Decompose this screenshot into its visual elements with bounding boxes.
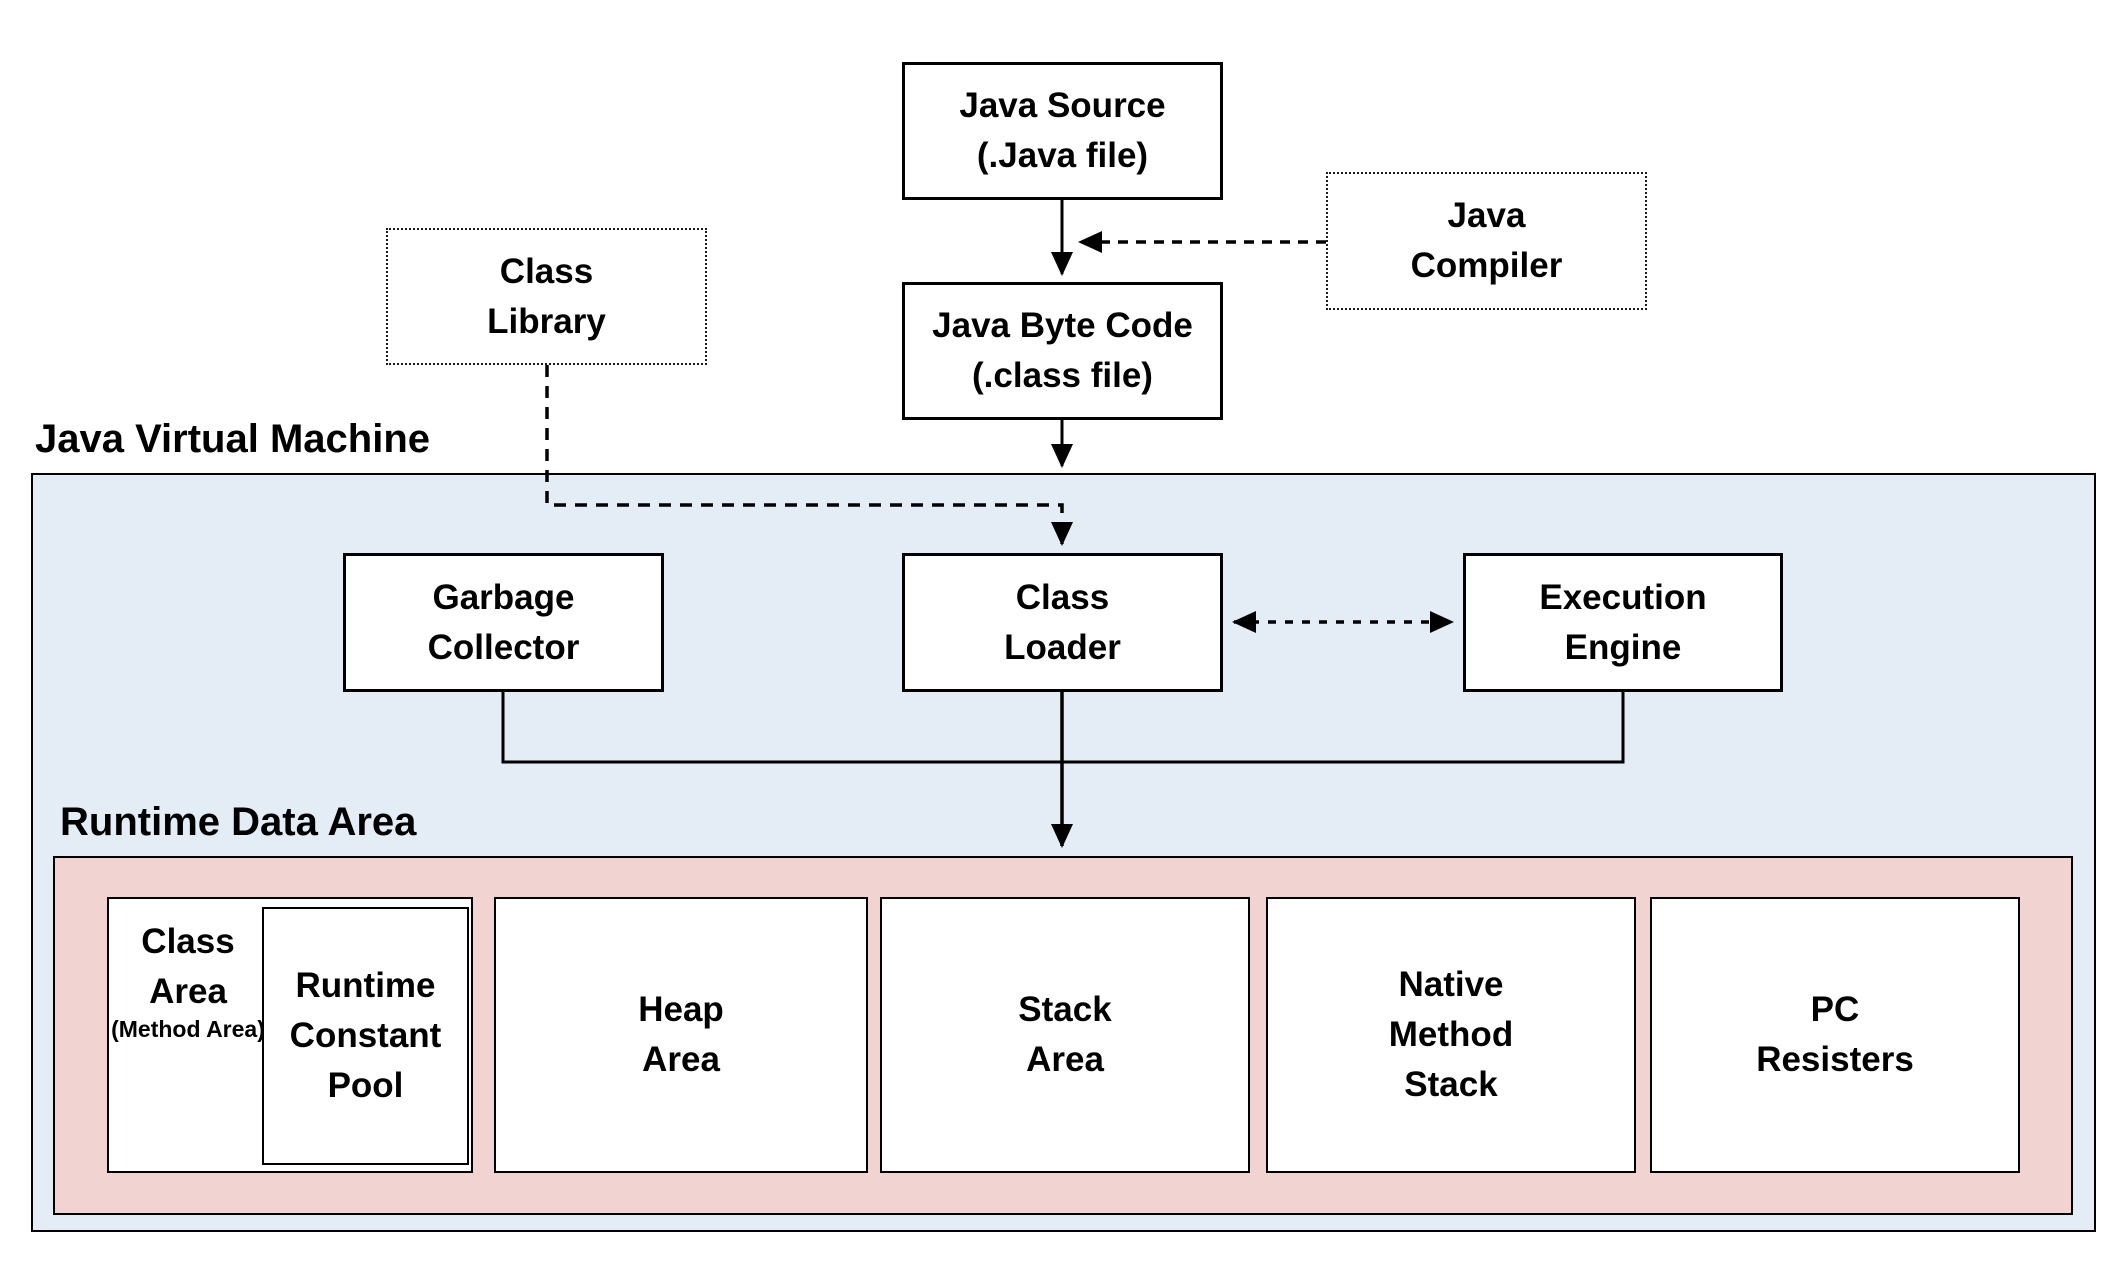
native-method-stack-line3: Stack <box>1404 1064 1498 1104</box>
runtime-constant-pool-line3: Pool <box>327 1065 404 1105</box>
class-area-line2: Area <box>149 971 227 1011</box>
native-method-stack-line1: Native <box>1398 965 1504 1005</box>
java-source-label: Java Source (.Java file) <box>959 81 1165 180</box>
execution-engine-line1: Execution <box>1539 577 1707 617</box>
native-method-stack-box: Native Method Stack <box>1266 897 1636 1173</box>
stack-area-line1: Stack <box>1018 990 1112 1030</box>
runtime-constant-pool-label: Runtime Constant Pool <box>290 961 442 1110</box>
native-method-stack-line2: Method <box>1388 1015 1514 1055</box>
heap-area-line1: Heap <box>638 990 724 1030</box>
execution-engine-label: Execution Engine <box>1539 573 1706 672</box>
stack-area-label: Stack Area <box>1018 985 1111 1084</box>
java-byte-code-line1: Java Byte Code <box>932 306 1193 346</box>
stack-area-line2: Area <box>1026 1040 1104 1079</box>
class-loader-line1: Class <box>1015 577 1110 617</box>
stack-area-box: Stack Area <box>880 897 1250 1173</box>
native-method-stack-label: Native Method Stack <box>1389 960 1513 1109</box>
class-library-line2: Library <box>487 301 606 341</box>
java-compiler-box: Java Compiler <box>1326 172 1647 310</box>
class-area-box: Class Area (Method Area) Runtime Constan… <box>107 897 473 1173</box>
heap-area-line2: Area <box>642 1040 720 1079</box>
class-library-label: Class Library <box>487 247 606 346</box>
java-source-box: Java Source (.Java file) <box>902 62 1223 200</box>
class-area-label: Class Area (Method Area) <box>109 917 267 1043</box>
runtime-constant-pool-line1: Runtime <box>295 966 436 1006</box>
pc-registers-line2: Resisters <box>1756 1040 1914 1079</box>
class-library-line1: Class <box>499 251 594 291</box>
heap-area-label: Heap Area <box>638 985 724 1084</box>
garbage-collector-line2: Collector <box>427 627 580 667</box>
runtime-constant-pool-line2: Constant <box>289 1016 442 1056</box>
class-loader-box: Class Loader <box>902 553 1223 692</box>
class-library-box: Class Library <box>386 228 707 365</box>
heap-area-box: Heap Area <box>494 897 868 1173</box>
class-loader-line2: Loader <box>1004 627 1121 667</box>
garbage-collector-box: Garbage Collector <box>343 553 664 692</box>
java-compiler-line1: Java <box>1447 196 1526 236</box>
pc-registers-box: PC Resisters <box>1650 897 2020 1173</box>
java-byte-code-line2: (.class file) <box>972 356 1153 395</box>
execution-engine-box: Execution Engine <box>1463 553 1783 692</box>
java-compiler-line2: Compiler <box>1410 246 1563 285</box>
runtime-constant-pool-box: Runtime Constant Pool <box>262 907 469 1165</box>
java-source-line1: Java Source <box>959 86 1166 126</box>
class-area-line1: Class <box>141 922 235 961</box>
garbage-collector-line1: Garbage <box>432 577 575 617</box>
jvm-area-label: Java Virtual Machine <box>35 417 430 461</box>
execution-engine-line2: Engine <box>1564 627 1682 667</box>
class-area-note: (Method Area) <box>111 1016 265 1043</box>
java-source-line2: (.Java file) <box>976 136 1149 175</box>
pc-registers-label: PC Resisters <box>1756 985 1914 1084</box>
garbage-collector-label: Garbage Collector <box>428 573 580 672</box>
pc-registers-line1: PC <box>1810 990 1860 1030</box>
runtime-area-label: Runtime Data Area <box>60 800 417 844</box>
class-loader-label: Class Loader <box>1004 573 1121 672</box>
java-byte-code-box: Java Byte Code (.class file) <box>902 282 1223 420</box>
java-byte-code-label: Java Byte Code (.class file) <box>932 301 1193 400</box>
java-compiler-label: Java Compiler <box>1411 191 1563 290</box>
